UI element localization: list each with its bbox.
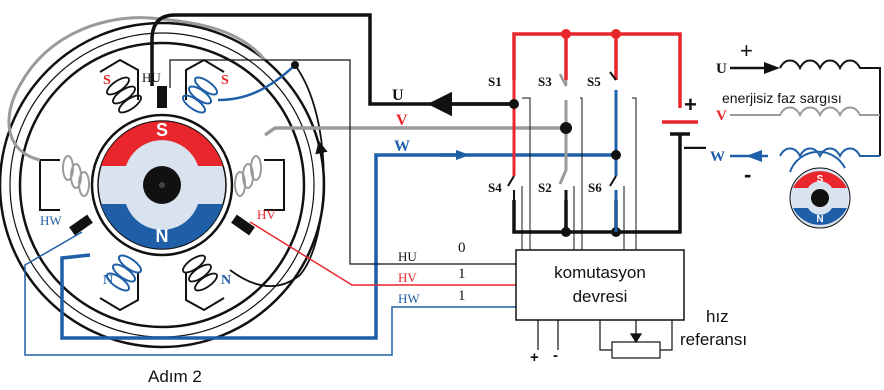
switch-label-s4: S4 [488, 180, 502, 195]
black-internal-wire [229, 64, 325, 288]
coil-label-w: W [710, 149, 725, 165]
winding-right [234, 155, 262, 197]
hall-label-hv: HV [257, 207, 276, 222]
rotor-south-pole [101, 121, 223, 166]
mini-rotor: S N [789, 150, 851, 229]
hall-signal-hv-label: HV [398, 270, 417, 285]
winding-top-right [181, 76, 219, 114]
commutation-circuit-line1: komutasyon [554, 263, 646, 282]
blue-internal-wire [217, 65, 295, 102]
winding-top-left [106, 76, 142, 114]
winding-bottom-right [182, 254, 218, 292]
rotor-south-label: S [156, 120, 168, 140]
hall-value-hu: 0 [458, 240, 466, 256]
phase-label-w: W [394, 138, 410, 155]
phase-label-v: V [396, 112, 408, 129]
stator-pole-shoes [39, 58, 285, 312]
supply-leads [537, 320, 559, 350]
commutation-circuit-line2: devresi [573, 287, 628, 306]
phase-wiring [24, 13, 616, 356]
coil-plus-sign: + [740, 38, 753, 63]
hall-sensor-hw [69, 214, 93, 236]
hall-sensor-hu [157, 86, 167, 108]
mini-rotor-south: S [817, 174, 824, 185]
phase-label-u: U [392, 87, 404, 104]
pole-label-top-right: S [221, 73, 229, 88]
rotor: S N [90, 113, 234, 257]
supply-minus-label: - [553, 347, 558, 364]
phase-coil-schematic [730, 59, 881, 162]
hall-value-hv: 1 [458, 266, 466, 282]
dc-positive-rail [512, 32, 682, 108]
rotor-north-label: N [156, 226, 169, 246]
speed-reference-line2: referansı [680, 330, 747, 349]
switch-label-s6: S6 [588, 180, 602, 195]
speed-reference-line1: hız [706, 307, 729, 326]
mini-rotor-north: N [816, 214, 823, 225]
rotor-north-pole [101, 204, 223, 249]
unenergized-phase-label: enerjisiz faz sargısı [722, 90, 842, 106]
switch-label-s1: S1 [488, 74, 502, 89]
winding-bottom-left [105, 254, 143, 292]
motor: S N S S N N HU HV HW [0, 16, 328, 349]
inner-stator-ring [18, 41, 306, 329]
switch-label-s5: S5 [587, 74, 601, 89]
supply-plus-label: + [530, 349, 539, 366]
hall-signal-hw-label: HW [398, 291, 420, 306]
pole-label-bottom-left: N [103, 273, 113, 288]
hall-sensor-hv [231, 214, 255, 236]
coil-minus-sign: - [744, 162, 751, 187]
coil-label-u: U [716, 61, 727, 77]
commutation-circuit-box [515, 249, 685, 321]
switch-label-s3: S3 [538, 74, 552, 89]
hall-signal-hu-label: HU [398, 249, 417, 264]
coil-label-v: V [716, 108, 727, 124]
gray-internal-wire [7, 16, 267, 162]
step-label: Adım 2 [148, 367, 202, 386]
hall-label-hw: HW [40, 213, 62, 228]
inverter-bridge [507, 29, 698, 250]
pole-label-top-left: S [103, 73, 111, 88]
battery-minus-sign: — [684, 134, 706, 159]
battery-plus-sign: + [684, 92, 697, 117]
switch-label-s2: S2 [538, 180, 552, 195]
speed-reference-potentiometer [599, 320, 673, 359]
pole-label-bottom-right: N [221, 273, 231, 288]
hall-value-hw: 1 [458, 288, 466, 304]
winding-left [62, 155, 90, 197]
